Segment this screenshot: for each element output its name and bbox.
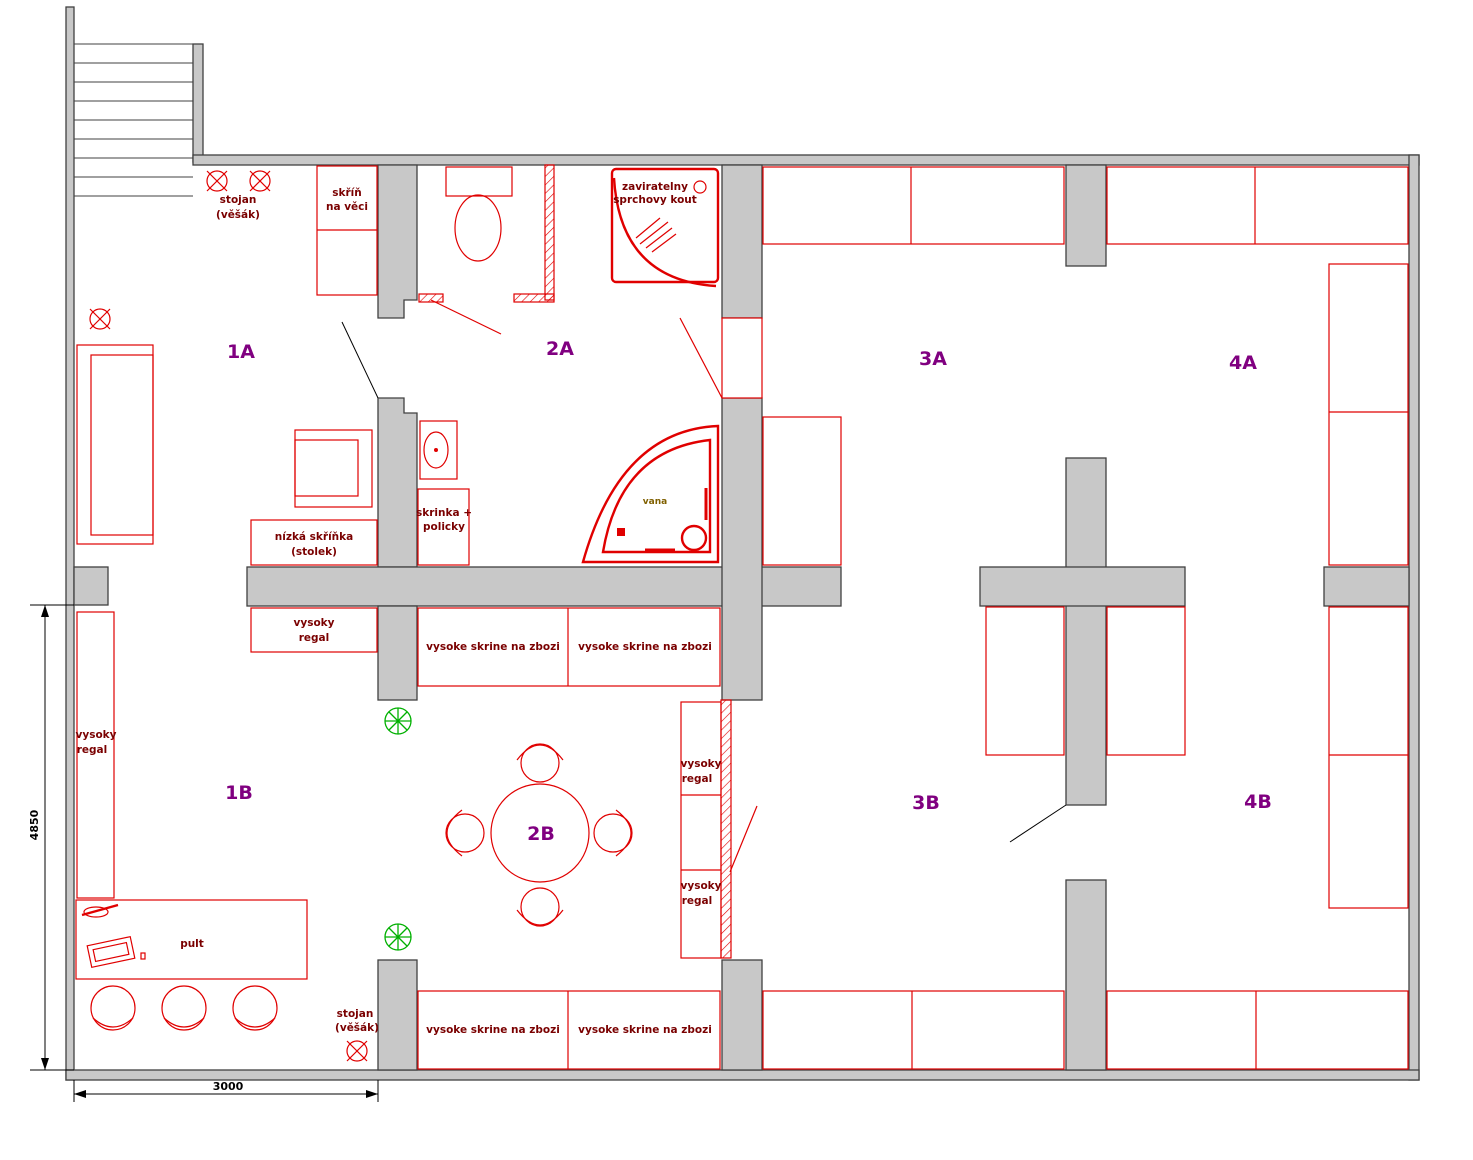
coat-stand-bottom: stojan (věšák) [335,1008,379,1062]
coat-stand-sublabel: (věšák) [216,209,260,221]
svg-text:stojan: stojan [337,1008,374,1020]
wardrobe: skříň na věci [316,165,378,296]
svg-text:vana: vana [643,497,667,507]
ceiling-lights [384,707,412,951]
shelf-cabinet: skrinka + policky [416,488,472,566]
tall-cabinets-top: vysoke skrine na zbozi vysoke skrine na … [417,607,721,687]
svg-text:(věšák): (věšák) [335,1022,379,1034]
svg-text:nízká skříňka: nízká skříňka [275,531,353,543]
toilet [445,166,513,262]
svg-text:regal: regal [682,895,713,907]
tall-shelf-1: vysoky regal [250,607,378,653]
walls [65,154,1420,1081]
dining-table [445,743,633,927]
svg-text:vysoke skrine na zbozi: vysoke skrine na zbozi [426,1024,560,1036]
coat-stand-top: stojan (věšák) [89,170,271,330]
svg-text:zaviratelny: zaviratelny [622,181,688,193]
room-label-2b: 2B [527,823,555,845]
dimension-height-label: 4850 [28,809,41,840]
svg-text:pult: pult [180,938,204,950]
bathtub: vana [581,424,720,564]
room-label-3b: 3B [912,792,940,814]
svg-text:vysoke skrine na zbozi: vysoke skrine na zbozi [426,641,560,653]
room-label-3a: 3A [919,348,947,370]
armchair [294,429,373,508]
svg-text:vysoky: vysoky [681,880,722,892]
dimension-width: 3000 [73,1080,379,1102]
showroom-furniture [762,166,1409,1070]
svg-text:vysoke skrine na zbozi: vysoke skrine na zbozi [578,641,712,653]
tall-shelf-2: vysoky regal [76,611,117,899]
door-swings [341,164,1067,959]
staircase [65,6,204,1081]
dimension-width-label: 3000 [213,1080,244,1093]
low-cabinet: nízká skříňka (stolek) [250,519,378,566]
svg-text:(stolek): (stolek) [291,546,337,558]
room-label-1b: 1B [225,782,253,804]
counter: pult [75,899,308,980]
svg-text:regal: regal [77,744,108,756]
coat-stand-label: stojan [220,194,257,206]
sink [419,420,458,480]
tall-shelf-3: vysoky regal vysoky regal [680,701,722,959]
shower-corner: zaviratelny sprchovy kout [610,167,720,288]
svg-text:na věci: na věci [326,201,368,213]
svg-text:skrinka +: skrinka + [416,507,472,519]
svg-text:policky: policky [423,521,465,533]
counter-stools [90,985,278,1031]
room-label-1a: 1A [227,341,255,363]
svg-text:sprchovy kout: sprchovy kout [613,194,697,206]
sofa [76,344,154,545]
svg-text:skříň: skříň [332,187,362,199]
svg-text:vysoke skrine na zbozi: vysoke skrine na zbozi [578,1024,712,1036]
room-label-2a: 2A [546,338,574,360]
svg-text:regal: regal [682,773,713,785]
room-label-4a: 4A [1229,352,1257,374]
dimension-height: 4850 [28,604,74,1071]
svg-text:vysoky: vysoky [681,758,722,770]
svg-text:vysoky: vysoky [294,617,335,629]
svg-text:vysoky: vysoky [76,729,117,741]
svg-text:regal: regal [299,632,330,644]
tall-cabinets-bottom: vysoke skrine na zbozi vysoke skrine na … [417,990,721,1070]
room-label-4b: 4B [1244,791,1272,813]
